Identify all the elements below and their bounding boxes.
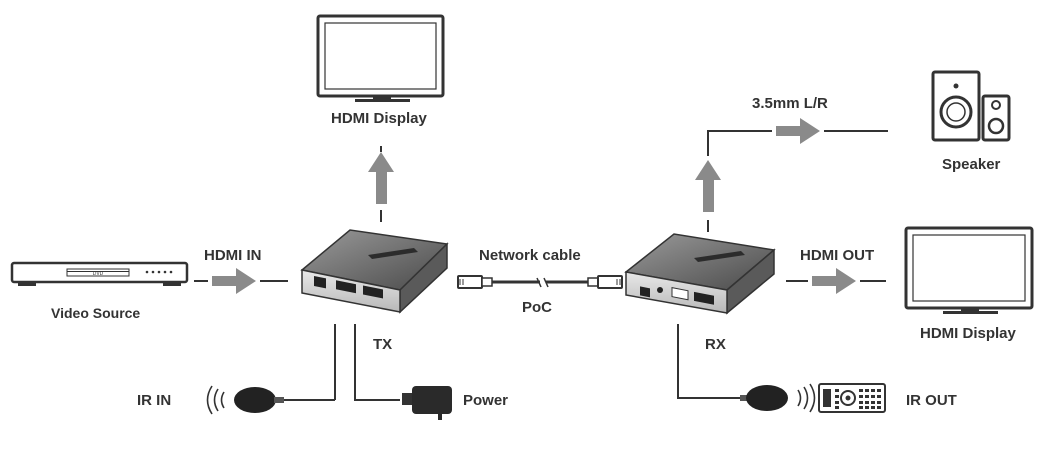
remote-control-icon xyxy=(818,383,886,413)
power-adapter-icon xyxy=(402,386,452,420)
ir-signal-icon-left xyxy=(206,385,225,415)
poc-label: PoC xyxy=(522,299,552,316)
hdmi-display-top-label: HDMI Display xyxy=(331,110,427,127)
power-label: Power xyxy=(463,392,509,409)
audio-out-label: 3.5mm L/R xyxy=(752,95,828,112)
ir-out-label: IR OUT xyxy=(906,392,957,409)
audio-out-arrow xyxy=(695,118,888,232)
ir-emitter-icon xyxy=(740,385,788,411)
speaker-label: Speaker xyxy=(942,156,1001,173)
ir-signal-icon-right xyxy=(797,383,816,413)
dvd-label: DVD xyxy=(93,271,104,277)
hdmi-in-arrow xyxy=(194,268,288,294)
hdmi-in-label: HDMI IN xyxy=(204,247,262,264)
network-cable-icon xyxy=(457,275,623,289)
tx-hdmi-out-arrow xyxy=(368,146,394,222)
hdmi-display-right-label: HDMI Display xyxy=(920,325,1016,342)
hdmi-out-label: HDMI OUT xyxy=(800,247,875,264)
hdmi-display-top-icon xyxy=(316,14,445,102)
tx-cables xyxy=(280,324,400,401)
video-source-label: Video Source xyxy=(51,305,141,321)
rx-label: RX xyxy=(705,336,726,353)
hdmi-display-right-icon xyxy=(904,226,1034,314)
video-source-icon xyxy=(10,261,189,286)
tx-device xyxy=(300,229,449,314)
ir-receiver-icon xyxy=(234,387,284,413)
rx-device xyxy=(624,233,776,315)
ir-in-label: IR IN xyxy=(137,392,172,409)
rx-ir-cable xyxy=(677,324,746,399)
hdmi-out-arrow xyxy=(786,268,886,294)
network-cable-label: Network cable xyxy=(479,247,581,264)
speaker-icon xyxy=(931,70,1011,142)
tx-label: TX xyxy=(373,336,393,353)
